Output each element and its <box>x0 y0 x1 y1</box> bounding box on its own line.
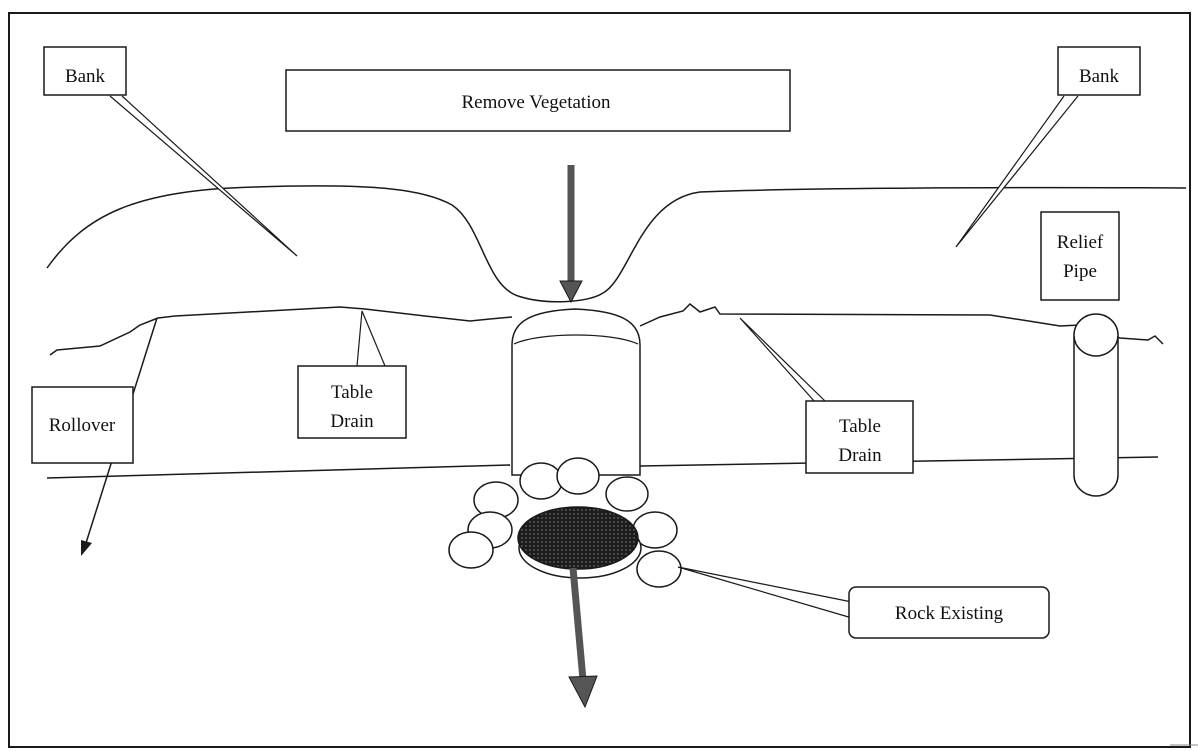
relief-pipe <box>1073 336 1119 497</box>
callout-label-relief-pipe-line1: Relief <box>1057 232 1104 253</box>
culvert-pipe-rim <box>513 334 639 345</box>
callout-label-relief-pipe-line2: Pipe <box>1063 261 1097 282</box>
rock <box>519 462 563 500</box>
callout-box-table-drain-right <box>805 400 914 474</box>
relief-pipe-opening <box>1073 313 1119 357</box>
callout-pointer-bank-right <box>955 95 1079 248</box>
callout-box-table-drain-left <box>297 365 407 439</box>
callout-label-rock-existing: Rock Existing <box>895 603 1004 624</box>
callout-box-rollover <box>31 386 134 464</box>
rock <box>556 457 600 495</box>
callout-box-remove-vegetation <box>285 69 791 132</box>
bank-line <box>46 185 1187 303</box>
road-edge-line-left <box>49 306 513 356</box>
callout-box-bank-right <box>1057 46 1141 96</box>
road-lower-line-left <box>46 464 511 479</box>
outflow-arrow-shaft <box>569 567 587 681</box>
callout-label-rollover: Rollover <box>49 415 116 436</box>
vegetation-arrow-head <box>559 280 583 304</box>
callout-box-rock-existing <box>848 586 1050 639</box>
callout-pointer-table-drain-right <box>739 317 827 403</box>
rocks <box>448 457 682 588</box>
callout-pointer-rock-existing <box>677 566 853 619</box>
callout-label-bank-left: Bank <box>65 66 106 87</box>
rock <box>448 531 494 569</box>
callout-box-relief-pipe <box>1040 211 1120 301</box>
callout-label-table-drain-left-line1: Table <box>331 382 373 403</box>
diagram-frame <box>8 12 1191 748</box>
callout-pointer-table-drain-left <box>356 310 386 367</box>
rock <box>605 476 649 512</box>
outflow-arrow-head <box>568 675 598 709</box>
callout-label-table-drain-left-line2: Drain <box>330 411 374 432</box>
callout-box-bank-left <box>43 46 127 96</box>
callout-label-table-drain-right-line2: Drain <box>838 445 882 466</box>
culvert-pipe <box>511 308 641 476</box>
callout-label-bank-right: Bank <box>1079 66 1120 87</box>
callout-label-remove-vegetation: Remove Vegetation <box>462 92 611 113</box>
rock <box>636 550 682 588</box>
road-edge-line-right <box>639 302 1164 345</box>
callout-label-table-drain-right-line1: Table <box>839 416 881 437</box>
culvert-outlet <box>517 506 639 570</box>
rollover-arrow-head <box>81 540 92 556</box>
callout-pointer-bank-left <box>109 95 298 257</box>
